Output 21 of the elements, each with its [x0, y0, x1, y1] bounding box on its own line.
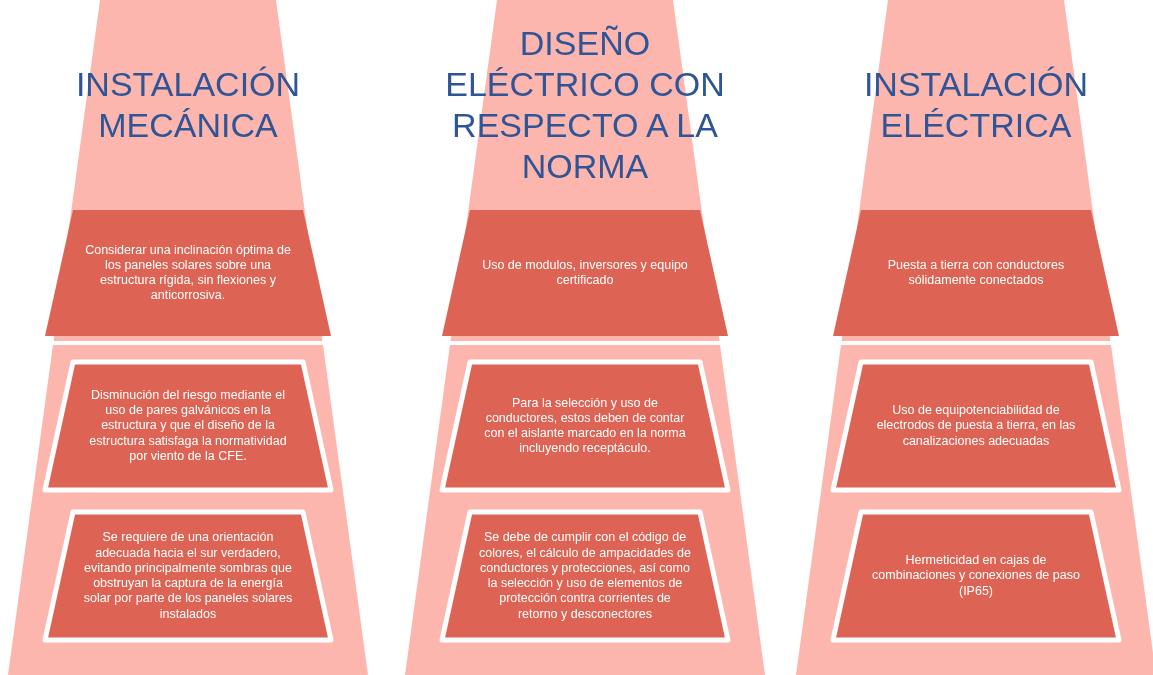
- box-text: Puesta a tierra con conductores sólidamente conectados: [886, 257, 1066, 289]
- box-text: Uso de modulos, inversores y equipo certificado: [481, 257, 689, 289]
- column-heading: INSTALACIÓN MECÁNICA: [74, 64, 302, 146]
- box-text: Disminución del riesgo mediante el uso de pares galvánicos en la estructura y que el diseño de la estructura satisfaga la normatividad por viento de la CFE.: [88, 387, 288, 465]
- trapezoid-box: [41, 362, 335, 490]
- box-text: Hermeticidad en cajas de combinaciones y conexiones de paso (IP65): [871, 553, 1081, 599]
- box-text: Se debe de cumplir con el código de colores, el cálculo de ampacidades de conductores y protecciones, así como la selección y uso de elementos de protección contra corrientes de retorno y desconectores: [478, 530, 692, 622]
- trapezoid-box: [438, 512, 732, 640]
- box-text: Para la selección y uso de conductores, estos deben de contar con el aislante marcado en la norma incluyendo receptáculo.: [483, 395, 687, 457]
- trapezoid-column: [8, 0, 368, 675]
- trapezoid-box: [829, 362, 1123, 490]
- trapezoid-box: [438, 362, 732, 490]
- column-heading: INSTALACIÓN ELÉCTRICA: [862, 64, 1090, 146]
- box-text: Se requiere de una orientación adecuada hacia el sur verdadero, evitando principalmente sombras que obstruyan la captura de la energía solar por parte de los paneles solares instalados: [82, 530, 294, 622]
- box-text: Uso de equipotenciabilidad de electrodos de puesta a tierra, en las canalizaciones adecuadas: [875, 403, 1077, 449]
- trapezoid-box: [41, 512, 335, 640]
- trapezoid-column: [405, 0, 765, 675]
- trapezoid-box: [829, 512, 1123, 640]
- trapezoid-column: [796, 0, 1153, 675]
- column-heading: DISEÑO ELÉCTRICO CON RESPECTO A LA NORMA: [444, 23, 726, 187]
- box-text: Considerar una inclinación óptima de los paneles solares sobre una estructura rígida, sin flexiones y anticorrosiva.: [84, 242, 292, 304]
